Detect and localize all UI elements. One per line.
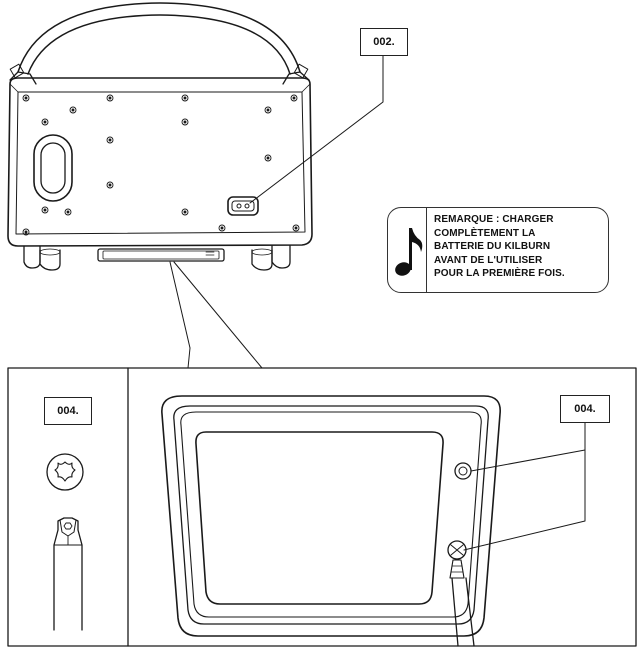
screw-with-driver bbox=[447, 540, 475, 647]
speaker-handle bbox=[9, 2, 310, 85]
callout-label-004-screwdriver: 004. bbox=[44, 397, 92, 425]
music-note-icon bbox=[395, 228, 423, 276]
speaker-feet bbox=[23, 245, 291, 271]
note-line: AVANT DE L'UTILISER bbox=[434, 254, 543, 266]
callout-label-002: 002. bbox=[360, 28, 408, 56]
detail-panel bbox=[7, 367, 637, 647]
power-inlet bbox=[227, 196, 259, 216]
charging-note: REMARQUE : CHARGER COMPLÈTEMENT LA BATTE… bbox=[387, 207, 609, 293]
speaker-body bbox=[7, 77, 313, 271]
leader-line-004-screw bbox=[463, 449, 586, 551]
leader-line-002 bbox=[249, 55, 384, 204]
zoom-line-left-2 bbox=[187, 347, 191, 369]
screwdriver-icon bbox=[53, 517, 83, 631]
note-divider bbox=[426, 208, 427, 292]
note-line: REMARQUE : CHARGER bbox=[434, 214, 554, 225]
bottom-recess bbox=[97, 248, 225, 262]
note-line: BATTERIE DU KILBURN bbox=[434, 241, 551, 252]
screw-hole bbox=[454, 462, 472, 480]
body-screws bbox=[22, 94, 300, 236]
note-text: REMARQUE : CHARGER COMPLÈTEMENT LA BATTE… bbox=[434, 213, 606, 281]
zoom-line-left bbox=[169, 261, 191, 349]
torx-bit-icon bbox=[46, 453, 84, 491]
bass-port bbox=[33, 134, 73, 202]
note-line: POUR LA PREMIÈRE FOIS. bbox=[434, 268, 565, 279]
note-line: COMPLÈTEMENT LA bbox=[434, 227, 536, 239]
leader-line-004-hole bbox=[470, 422, 586, 472]
recess-detail bbox=[161, 395, 501, 637]
callout-label-004-screw: 004. bbox=[560, 395, 610, 423]
